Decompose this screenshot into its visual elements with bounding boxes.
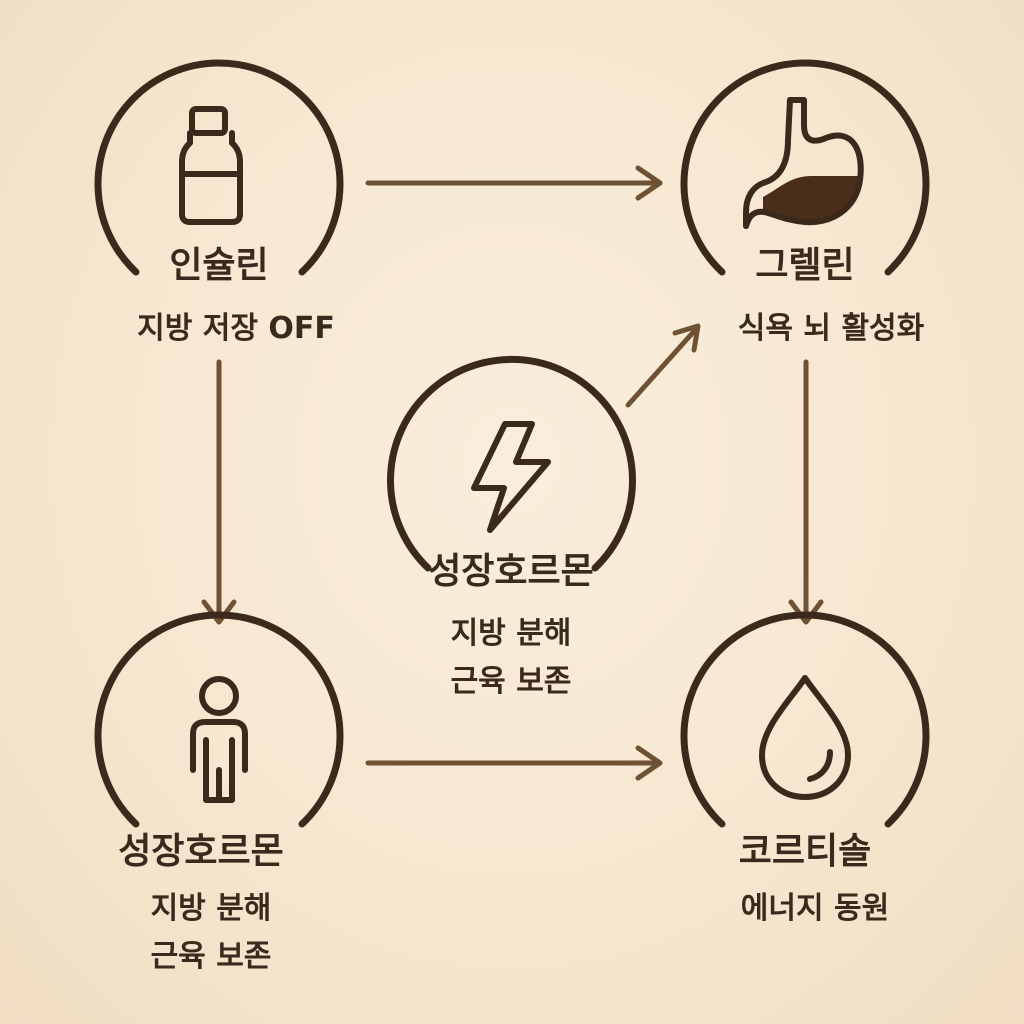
node-desc-line: 지방 분해 — [151, 891, 272, 926]
arrow-head — [201, 599, 237, 625]
node-title: 성장호르몬 — [118, 831, 284, 872]
arrow-head — [788, 599, 824, 625]
arrow-head — [635, 745, 663, 781]
node-ghrelin: 그렐린 식욕 뇌 활성화 — [680, 59, 930, 346]
node-desc-line: 에너지 동원 — [741, 891, 889, 926]
node-title: 성장호르몬 — [428, 551, 594, 592]
stomach-icon — [743, 97, 864, 229]
arrow-insulin-to-gh-left — [201, 359, 237, 625]
arrow-gh-left-to-cortisol — [365, 745, 663, 781]
vial-icon — [179, 106, 243, 225]
arrow-gh-center-to-ghrelin — [625, 323, 701, 408]
node-title: 그렐린 — [755, 245, 854, 286]
node-desc-line: 식욕 뇌 활성화 — [738, 311, 925, 346]
node-ring — [94, 59, 344, 276]
node-ring — [94, 611, 344, 828]
person-icon — [190, 676, 248, 803]
node-ring — [680, 59, 930, 276]
node-growth-hormone-left: 성장호르몬 지방 분해 근육 보존 — [94, 611, 344, 974]
node-insulin: 인슐린 지방 저장 OFF — [94, 59, 344, 346]
node-desc-line: 지방 저장 OFF — [137, 311, 335, 346]
node-desc-line: 근육 보존 — [151, 939, 272, 974]
arrow-insulin-to-ghrelin — [365, 165, 663, 201]
node-ring — [680, 611, 930, 828]
node-ring — [387, 356, 636, 572]
droplet-icon — [759, 675, 851, 800]
node-growth-hormone-center: 성장호르몬 지방 분해 근육 보존 — [387, 356, 636, 699]
arrow-ghrelin-to-cortisol — [788, 359, 824, 625]
node-cortisol: 코르티솔 에너지 동원 — [680, 611, 930, 926]
arrow-line — [625, 325, 700, 408]
node-desc-line: 지방 분해 — [451, 616, 572, 651]
node-title: 인슐린 — [169, 245, 268, 286]
arrow-head — [672, 323, 701, 353]
lightning-icon — [471, 421, 551, 533]
arrow-head — [635, 165, 663, 201]
node-title: 코르티솔 — [739, 831, 871, 872]
node-desc-line: 근육 보존 — [451, 664, 572, 699]
